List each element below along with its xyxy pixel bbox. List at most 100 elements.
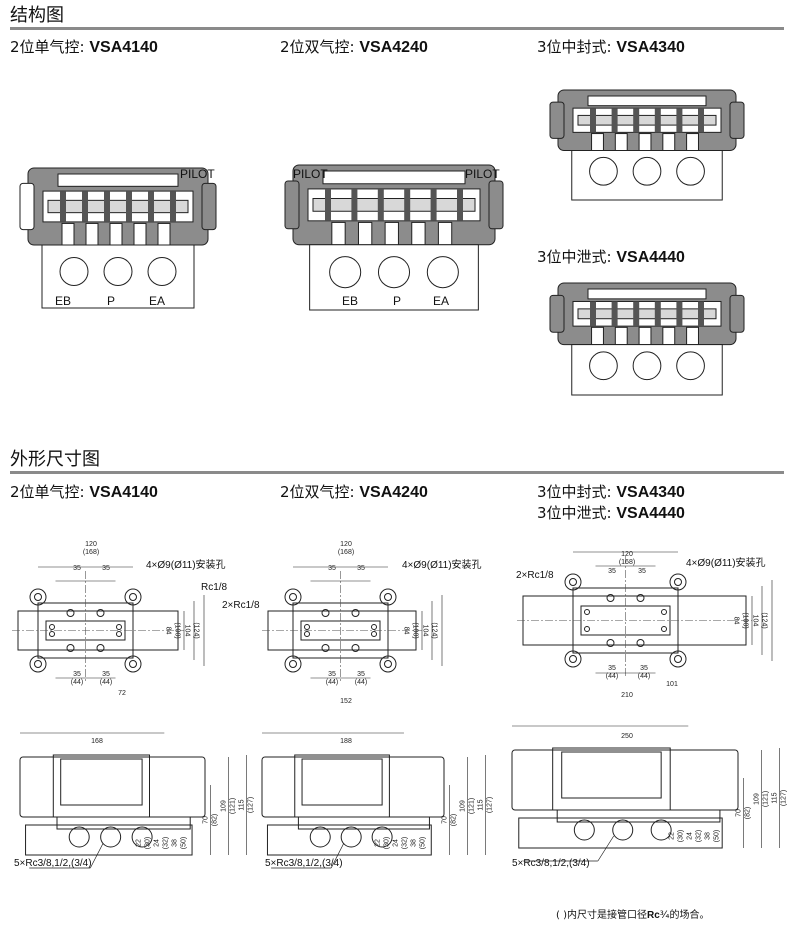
spool-land — [60, 191, 66, 222]
port-hole — [321, 609, 330, 617]
screw — [304, 631, 310, 637]
dim-width: 120 — [340, 541, 352, 548]
screw — [661, 609, 667, 615]
mount-hole — [384, 593, 392, 601]
leader-line — [597, 835, 614, 862]
dim-height-alt: (127) — [487, 797, 494, 813]
spool-land — [148, 191, 154, 222]
leader-line — [89, 842, 104, 869]
port-circle — [59, 256, 89, 286]
mount-ear — [284, 655, 302, 673]
pilot-port-note: 2×Rc1/8 — [516, 570, 554, 581]
port-passage — [686, 133, 699, 151]
cover-side — [301, 758, 383, 806]
port-label-ea: EA — [433, 294, 449, 308]
screw — [116, 624, 122, 630]
port-passage — [157, 222, 171, 246]
dim-height-alt: (121) — [469, 798, 476, 814]
dim-offset: 72 — [118, 690, 126, 697]
spool-land — [590, 108, 596, 133]
dim-height-alt: (127) — [248, 797, 255, 813]
mount-ear — [29, 655, 47, 673]
model-label-vsa4140: 2位单气控: VSA4140 — [10, 38, 158, 56]
dim-height-alt: (50) — [714, 830, 721, 842]
port-circle — [676, 156, 705, 186]
port-hole — [351, 644, 360, 652]
screw — [661, 626, 667, 632]
dim-height-alt: (32) — [163, 837, 170, 849]
mount-ear — [124, 655, 142, 673]
dim-model-label-vsa4340: 3位中封式: VSA4340 — [537, 483, 685, 501]
spool-land — [611, 301, 618, 327]
spool-land — [170, 191, 176, 222]
mount-hole — [129, 660, 137, 668]
dim-height-alt: (121) — [763, 791, 770, 807]
mount-hole — [129, 593, 137, 601]
dim-width-alt: (168) — [83, 549, 99, 556]
dim-height-alt: (82) — [745, 807, 752, 819]
mount-ear — [564, 650, 582, 668]
top-view-vsa4240 — [262, 566, 443, 682]
screw — [49, 631, 55, 637]
port-label-p: P — [393, 294, 401, 308]
port-circle — [131, 826, 153, 848]
dim-pitch: 35 — [328, 671, 336, 678]
screw — [584, 626, 590, 632]
base-top — [297, 816, 430, 830]
spool-land — [611, 108, 618, 133]
port-passage — [133, 222, 147, 246]
mount-hole — [289, 660, 297, 668]
port-passage — [686, 326, 699, 346]
mount-holes-note: 4×Ø9(Ø11)安装孔 — [146, 558, 226, 571]
spool — [312, 197, 476, 212]
pilot-label-right: PILOT — [465, 167, 500, 181]
port-passage — [614, 133, 628, 151]
mount-ear — [284, 588, 302, 606]
port-passage — [591, 133, 604, 151]
port-hole — [606, 639, 615, 647]
dim-height: (100) — [412, 622, 419, 638]
port-circle — [309, 826, 331, 848]
port-hole — [66, 644, 75, 652]
section-view-vsa4340 — [549, 89, 745, 201]
section-view-vsa4240 — [284, 164, 504, 311]
top-view-vsa4140 — [12, 566, 205, 682]
screw — [49, 624, 55, 630]
spool-land — [654, 301, 661, 327]
section-divider — [10, 27, 784, 30]
section-divider — [10, 471, 784, 474]
dim-pitch: 35 — [638, 568, 646, 575]
dim-model-label-vsa4240: 2位双气控: VSA4240 — [280, 483, 428, 501]
dim-height: 24 — [393, 839, 400, 847]
sub-base-side — [518, 817, 723, 849]
dim-height-alt: (30) — [384, 837, 391, 849]
dim-height: (100) — [742, 612, 749, 628]
dim-height-alt: (50) — [420, 837, 427, 849]
dim-height: 115 — [239, 799, 246, 810]
dim-width-alt: (168) — [619, 559, 635, 566]
cover-side — [60, 758, 143, 806]
port-circle — [632, 156, 662, 186]
dim-height: 24 — [687, 832, 694, 840]
valve-side-outline — [511, 749, 739, 811]
top-channel — [322, 170, 466, 185]
spool-land — [377, 188, 384, 221]
spool — [577, 114, 717, 126]
port-circle — [612, 819, 634, 841]
spool-land — [351, 188, 358, 221]
screw — [371, 631, 377, 637]
model-label-vsa4440: 3位中泄式: VSA4440 — [537, 248, 685, 266]
body-side — [52, 754, 150, 818]
leader-line — [330, 842, 345, 869]
spool-land — [633, 301, 640, 327]
dim-pitch: 35 — [73, 565, 81, 572]
dim-height: 109 — [754, 793, 761, 805]
body-side — [552, 747, 671, 811]
ports-note: 5×Rc3/8,1/2,(3/4) — [14, 858, 92, 869]
mount-holes-note: 4×Ø9(Ø11)安装孔 — [686, 556, 766, 569]
port-passage — [357, 221, 373, 246]
port-passage — [638, 133, 652, 151]
dim-height-alt: (32) — [402, 837, 409, 849]
port-label-ea: EA — [149, 294, 165, 308]
dim-height: 22 — [375, 839, 382, 847]
